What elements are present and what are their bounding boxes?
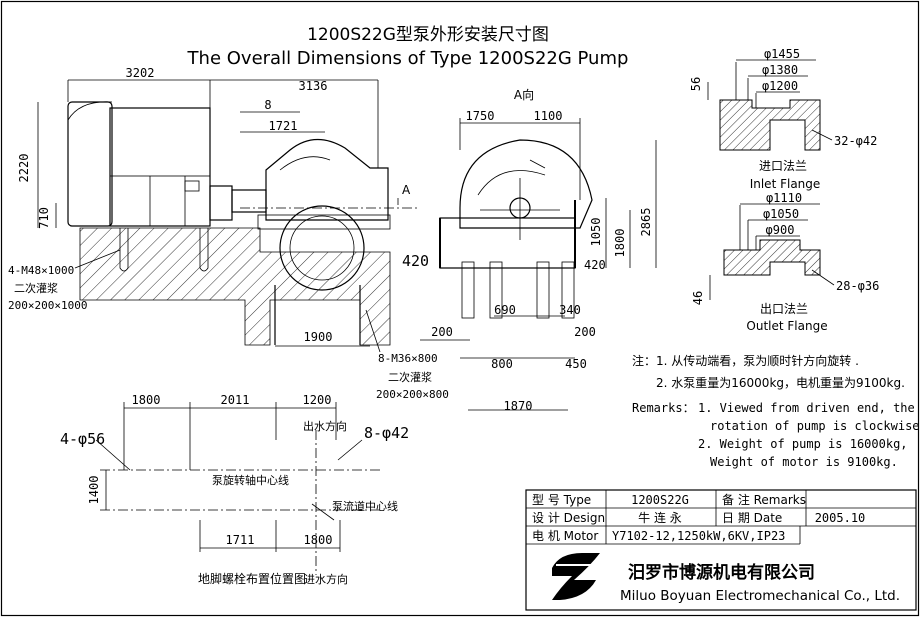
outlet-label-en: Outlet Flange <box>746 319 827 333</box>
dim-710: 710 <box>37 207 51 229</box>
dim-1750: 1750 <box>466 109 495 123</box>
outlet-flange: φ1110 φ1050 φ900 46 28-φ36 出口法兰 Outlet F… <box>691 191 879 333</box>
bolt-plan: 1800 2011 1200 1400 1711 1800 4-φ56 8-φ4… <box>60 393 409 586</box>
plan-inlet-dir: 进水方向 <box>304 572 348 586</box>
plan-dim-1200: 1200 <box>303 393 332 407</box>
note-en-1a: 1. Viewed from driven end, the <box>698 401 915 415</box>
dim-3136: 3136 <box>299 79 328 93</box>
dim-1870: 1870 <box>504 399 533 413</box>
grout-right-cn: 二次灌浆 <box>388 370 432 384</box>
dim-340: 340 <box>559 303 581 317</box>
title-block: 型 号 Type 1200S22G 备 注 Remarks 设 计 Design… <box>525 489 917 611</box>
pump-casing-top <box>265 138 389 221</box>
title-cn: 1200S22G型泵外形安装尺寸图 <box>307 25 549 45</box>
company-name-en: Miluo Boyuan Electromechanical Co., Ltd. <box>620 588 900 604</box>
tb-date-label: 日 期 Date <box>722 511 782 525</box>
dim-200-right: 200 <box>574 325 596 339</box>
grout-left-cn: 二次灌浆 <box>14 281 58 295</box>
plan-dim-1800-top: 1800 <box>132 393 161 407</box>
dim-2220: 2220 <box>17 154 31 183</box>
dim-690: 690 <box>494 303 516 317</box>
inlet-holes: 32-φ42 <box>834 134 877 148</box>
tb-design-value: 牛 连 永 <box>638 510 682 525</box>
dim-3202: 3202 <box>126 66 155 80</box>
dim-420-left: 420 <box>402 252 429 270</box>
inlet-dim-56: 56 <box>689 77 703 91</box>
plan-holes-left: 4-φ56 <box>60 430 105 448</box>
grout-right-size: 200×200×800 <box>376 388 449 401</box>
tb-type-label: 型 号 Type <box>532 493 591 507</box>
inlet-label-cn: 进口法兰 <box>759 159 807 173</box>
anchor-bolt-left <box>119 228 129 272</box>
plan-dim-1400: 1400 <box>87 476 101 505</box>
tb-design-label: 设 计 Design <box>532 511 605 525</box>
front-view-label: A向 <box>514 87 534 102</box>
tb-remarks-label: 备 注 Remarks <box>722 492 806 507</box>
bolt-left-spec: 4-M48×1000 <box>8 264 74 277</box>
dim-2865: 2865 <box>639 208 653 237</box>
plan-dim-2011: 2011 <box>221 393 250 407</box>
grout-left-size: 200×200×1000 <box>8 299 87 312</box>
notes: 注： 1. 从传动端看，泵为顺时针方向旋转 . 2. 水泵重量为16000kg，… <box>632 353 921 469</box>
side-view: 3202 3136 8 1721 2220 710 1900 A 4-M48×1… <box>8 66 449 401</box>
note-en-prefix: Remarks： <box>632 401 695 415</box>
plan-holes-right: 8-φ42 <box>364 424 409 442</box>
plan-flow-cl: 泵流道中心线 <box>332 499 398 513</box>
tb-motor-value: Y7102-12,1250kW,6KV,IP23 <box>612 529 785 543</box>
dim-1721: 1721 <box>269 119 298 133</box>
tb-type-value: 1200S22G <box>631 493 689 507</box>
inlet-dim-1200: φ1200 <box>762 79 798 93</box>
tb-motor-label: 电 机 Motor <box>532 529 598 543</box>
pump-casing-front <box>459 139 593 229</box>
title-en: The Overall Dimensions of Type 1200S22G … <box>187 48 629 69</box>
plan-dim-1711: 1711 <box>226 533 255 547</box>
dim-800: 800 <box>491 357 513 371</box>
dim-200-left: 200 <box>431 325 453 339</box>
dim-1800: 1800 <box>613 229 627 258</box>
plan-shaft-cl: 泵旋转轴中心线 <box>212 473 289 487</box>
dim-8: 8 <box>264 98 271 112</box>
outlet-dim-46: 46 <box>691 291 705 305</box>
note-en-2b: Weight of motor is 9100kg. <box>710 455 898 469</box>
company-name-cn: 汨罗市博源机电有限公司 <box>628 562 815 583</box>
inlet-label-en: Inlet Flange <box>750 177 821 191</box>
dim-1100: 1100 <box>534 109 563 123</box>
plan-caption: 地脚螺栓布置位置图 <box>198 571 306 586</box>
note-cn-2: 2. 水泵重量为16000kg，电机重量为9100kg. <box>656 376 905 390</box>
note-en-2a: 2. Weight of pump is 16000kg, <box>698 437 908 451</box>
view-arrow-a: A <box>402 183 411 197</box>
dim-1900: 1900 <box>304 330 333 344</box>
outlet-dim-900: φ900 <box>766 223 795 237</box>
inlet-dim-1455: φ1455 <box>764 47 800 61</box>
plan-outlet-dir: 出水方向 <box>303 419 347 433</box>
front-view: A向 1750 1100 1050 1800 2865 420 420 690 … <box>402 87 657 413</box>
outlet-dim-1050: φ1050 <box>763 207 799 221</box>
note-en-1b: rotation of pump is clockwise. <box>710 419 921 433</box>
inlet-dim-1380: φ1380 <box>762 63 798 77</box>
dim-450: 450 <box>565 357 587 371</box>
tb-date-value: 2005.10 <box>815 511 866 525</box>
plan-dim-1800-bottom: 1800 <box>304 533 333 547</box>
foundation-hatch <box>79 227 391 346</box>
outlet-label-cn: 出口法兰 <box>760 302 808 316</box>
note-cn-1: 1. 从传动端看，泵为顺时针方向旋转 . <box>656 353 859 368</box>
inlet-flange: φ1455 φ1380 φ1200 56 32-φ42 进口法兰 Inlet F… <box>689 47 877 191</box>
outlet-holes: 28-φ36 <box>836 279 879 293</box>
outlet-dim-1110: φ1110 <box>766 191 802 205</box>
pump-volute <box>279 205 365 291</box>
dim-1050: 1050 <box>589 218 603 247</box>
note-cn-prefix: 注： <box>632 353 656 368</box>
motor-body <box>109 107 211 227</box>
dim-420-right: 420 <box>584 258 606 272</box>
bolt-right-spec: 8-M36×800 <box>378 352 438 365</box>
coupling <box>209 185 233 221</box>
motor-hood <box>67 101 113 227</box>
company-logo <box>552 552 600 600</box>
